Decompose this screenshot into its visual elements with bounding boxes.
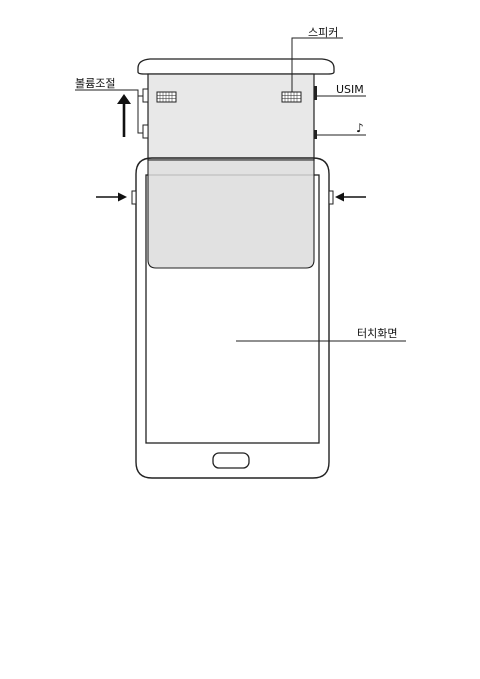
touch-screen-label: 터치화면	[357, 327, 397, 340]
phone-body	[131, 157, 334, 479]
press-left-arrow-icon	[96, 192, 127, 202]
volume-leader	[75, 89, 143, 134]
slide-panel-overlap	[147, 159, 315, 269]
usim-label: USIM	[336, 83, 364, 96]
leader-lines	[75, 37, 406, 342]
usim-slot	[314, 86, 317, 100]
home-button	[212, 452, 250, 469]
speaker-label: 스피커	[308, 26, 338, 39]
slide-panel-body	[147, 73, 315, 161]
slide-panel-top-cap	[137, 58, 335, 75]
volume-label: 볼륨조절	[75, 77, 115, 90]
press-right-arrow-icon	[335, 192, 366, 202]
side-button-right	[328, 190, 334, 205]
speaker-grille-right	[281, 91, 302, 103]
speaker-leader	[291, 37, 343, 92]
volume-button-lower	[142, 124, 149, 139]
phone-outline	[135, 157, 330, 479]
volume-button-upper	[142, 88, 149, 103]
speaker-grille-left	[156, 91, 177, 103]
side-button-left	[131, 190, 137, 205]
slide-panel	[137, 58, 335, 161]
volume-up-arrow-icon	[117, 94, 131, 137]
music-label: ♪	[356, 121, 364, 135]
music-button	[314, 130, 317, 139]
